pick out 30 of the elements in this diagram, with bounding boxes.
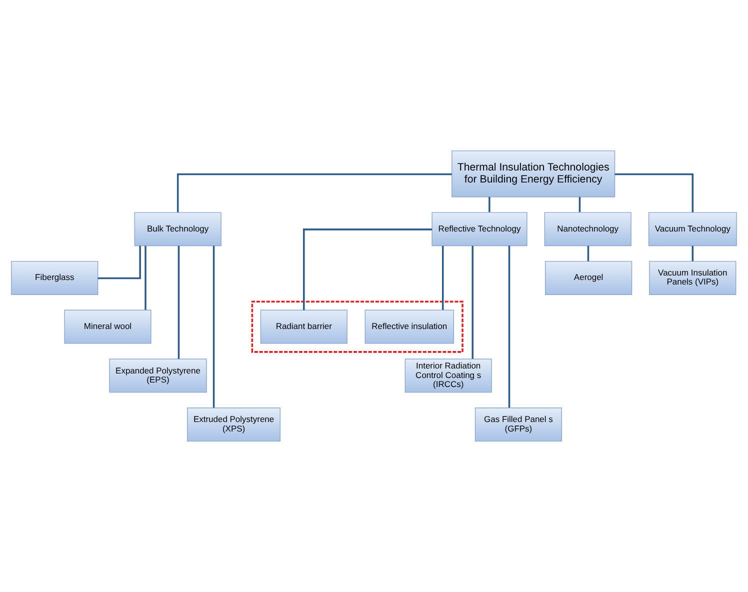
node-box: Gas Filled Panel s (GFPs) — [474, 408, 562, 442]
node-box: Nanotechnology — [544, 212, 632, 246]
node-box: Extruded Polystyrene (XPS) — [187, 408, 281, 442]
connector — [488, 196, 490, 212]
connector — [692, 246, 694, 262]
connector — [176, 173, 452, 212]
cluster — [251, 300, 464, 353]
connector — [98, 246, 141, 280]
connector — [442, 246, 444, 310]
connector — [578, 196, 581, 212]
node-box: Vacuum Technology — [648, 212, 737, 246]
node-box: Mineral wool — [64, 310, 152, 344]
node-box: Expanded Polystyrene (EPS) — [109, 358, 207, 393]
node-box: Reflective insulation — [364, 310, 454, 344]
node-box: Reflective Technology — [432, 212, 528, 246]
connector — [587, 246, 590, 262]
node-box: Fiberglass — [11, 260, 98, 295]
node-box: Interior Radiation Control Coating s (IRCCs) — [404, 358, 492, 393]
connector — [508, 246, 510, 408]
connector — [178, 246, 180, 359]
node-box: Vacuum Insulation Panels (VIPs) — [649, 260, 736, 295]
connector — [212, 246, 215, 408]
connector — [303, 228, 432, 310]
node-box: Aerogel — [545, 260, 632, 295]
connector — [472, 246, 474, 359]
node-box: Thermal Insulation Technologies for Building Energy Efficiency — [452, 150, 616, 198]
node-box: Bulk Technology — [134, 212, 222, 246]
connector — [144, 246, 146, 310]
connector — [614, 173, 694, 212]
node-box: Radiant barrier — [260, 310, 348, 344]
